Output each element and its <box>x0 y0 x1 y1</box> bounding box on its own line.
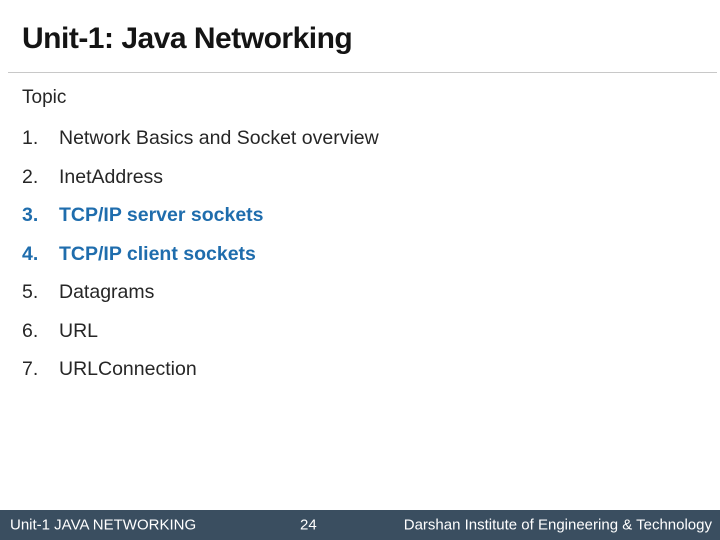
topic-label: Topic <box>22 87 67 108</box>
list-item: 2. InetAddress <box>22 166 700 189</box>
footer-bar: Unit-1 JAVA NETWORKING 24 Darshan Instit… <box>0 510 720 540</box>
footer-page-number: 24 <box>300 516 317 534</box>
list-item: 4. TCP/IP client sockets <box>22 243 700 266</box>
list-item-text: URL <box>59 319 99 342</box>
list-item-number: 2. <box>22 165 39 188</box>
list-item-text: InetAddress <box>59 165 164 188</box>
list-item-number: 6. <box>22 319 39 342</box>
footer-unit-label: Unit-1 JAVA NETWORKING <box>10 516 197 534</box>
list-item-text: TCP/IP client sockets <box>59 242 256 265</box>
list-item-text: Network Basics and Socket overview <box>59 127 379 149</box>
list-item-text: TCP/IP server sockets <box>59 204 264 226</box>
list-item-text: Datagrams <box>59 281 155 303</box>
list-item: 1. Network Basics and Socket overview <box>22 127 700 150</box>
list-item-number: 5. <box>22 281 39 303</box>
list-item-number: 7. <box>22 358 39 380</box>
title-divider <box>8 72 717 73</box>
footer-institute-label: Darshan Institute of Engineering & Techn… <box>403 516 712 534</box>
list-item: 3. TCP/IP server sockets <box>22 204 700 227</box>
list-item-text: URLConnection <box>59 358 197 380</box>
list-item: 7. URLConnection <box>22 358 700 381</box>
topic-list: 1. Network Basics and Socket overview 2.… <box>22 127 700 397</box>
list-item-number: 1. <box>22 127 39 149</box>
list-item-number: 3. <box>22 204 39 226</box>
slide-title: Unit-1: Java Networking <box>22 22 353 55</box>
list-item: 5. Datagrams <box>22 281 700 304</box>
list-item: 6. URL <box>22 320 700 343</box>
list-item-number: 4. <box>22 242 39 265</box>
